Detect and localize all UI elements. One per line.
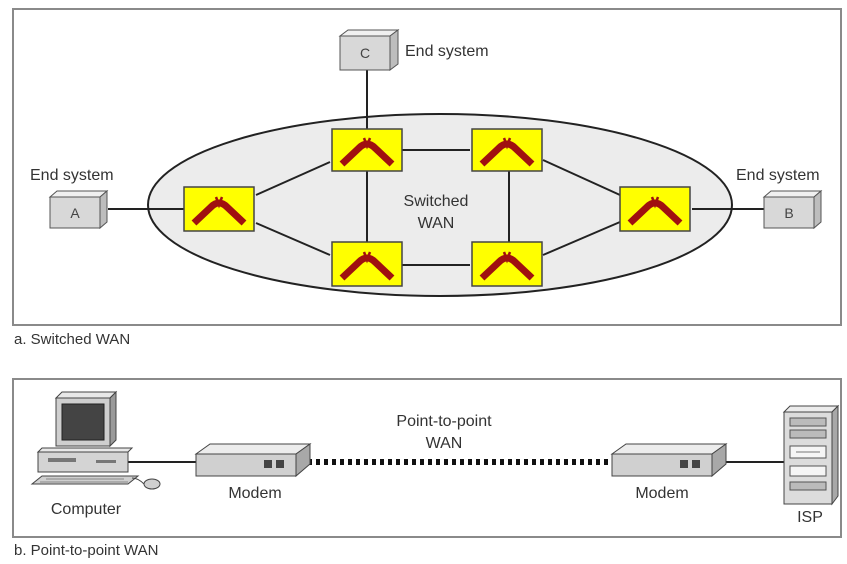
isp-label: ISP <box>797 509 823 526</box>
switched-links <box>108 38 764 266</box>
end-system-b: B <box>762 189 823 230</box>
computer-icon <box>30 390 161 490</box>
modem-right-label: Modem <box>635 485 688 502</box>
end-system-a-letter: A <box>70 205 80 221</box>
switched-wan-label-line2: WAN <box>418 215 455 232</box>
switch-left <box>183 186 255 232</box>
end-system-b-letter: B <box>784 205 793 221</box>
switch-bottom-left <box>331 241 403 287</box>
end-system-b-label: End system <box>736 167 820 184</box>
modem-right-icon <box>610 443 728 478</box>
switch-right <box>619 186 691 232</box>
switched-wan-caption: a. Switched WAN <box>14 331 131 348</box>
isp-server-icon <box>782 404 840 506</box>
end-system-c-label: End system <box>405 43 489 60</box>
computer-label: Computer <box>51 501 122 518</box>
modem-left-label: Modem <box>228 485 281 502</box>
switch-top-left <box>331 128 403 172</box>
point-to-point-label-line2: WAN <box>426 435 463 452</box>
end-system-a: A <box>48 189 109 230</box>
switched-wan-cloud <box>147 113 733 297</box>
modem-left-icon <box>194 443 312 478</box>
switched-wan-label-line1: Switched <box>404 193 469 210</box>
switch-bottom-right <box>471 241 543 287</box>
point-to-point-label-line1: Point-to-point <box>396 413 492 430</box>
end-system-c: C <box>338 29 400 71</box>
point-to-point-caption: b. Point-to-point WAN <box>14 542 159 559</box>
end-system-c-letter: C <box>360 45 370 61</box>
switch-top-right <box>471 128 543 172</box>
end-system-a-label: End system <box>30 167 114 184</box>
